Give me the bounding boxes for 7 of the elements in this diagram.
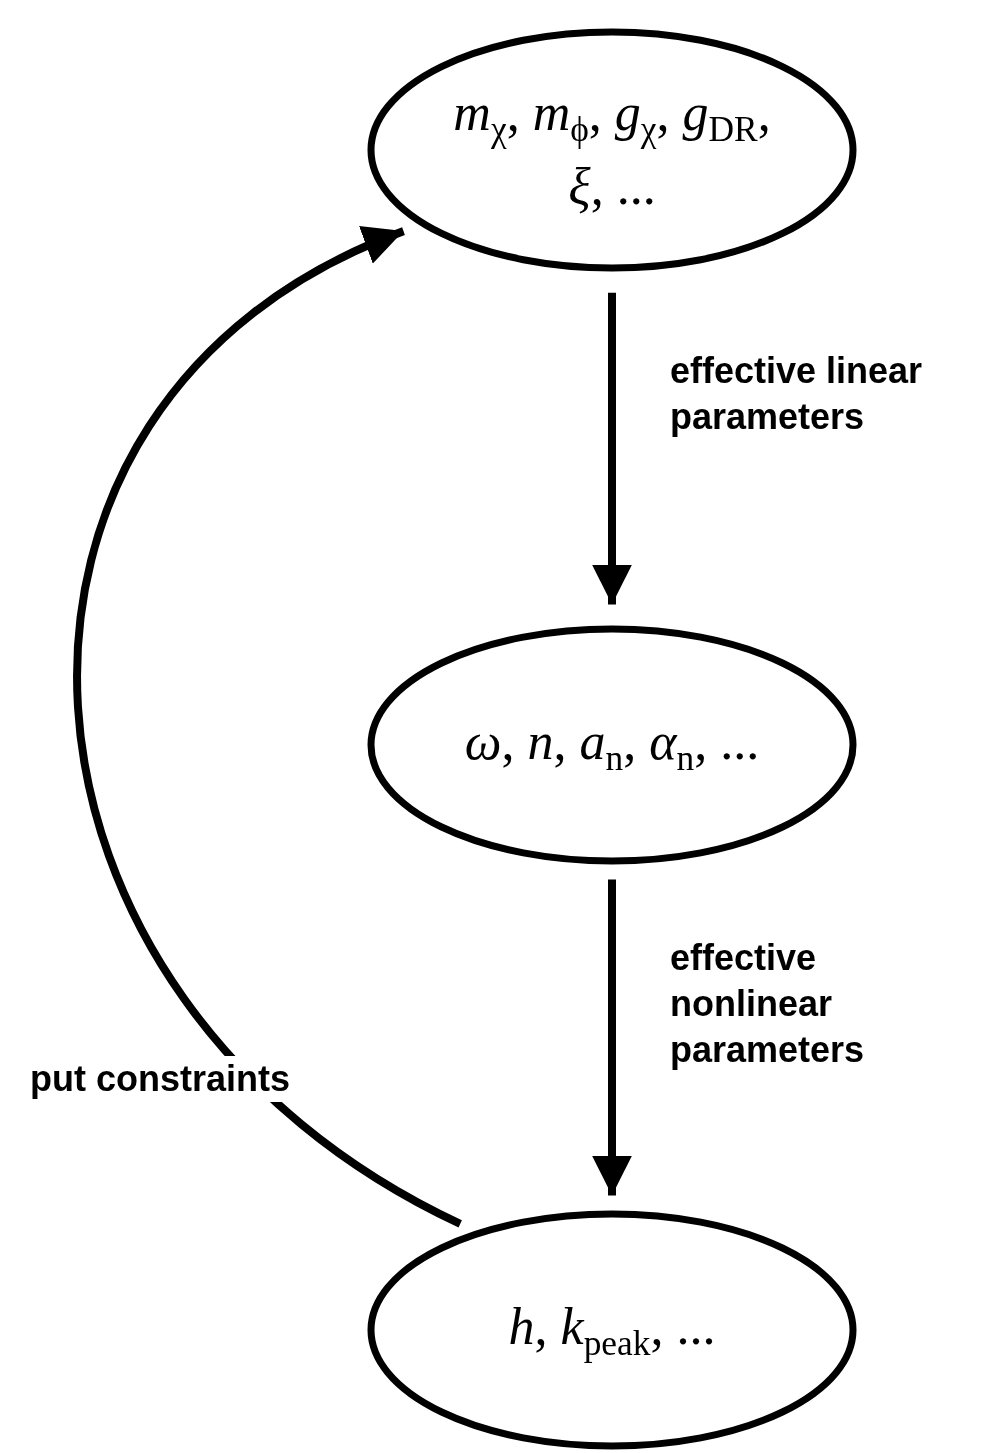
ellipse-node — [367, 28, 857, 272]
ellipse-node — [367, 625, 857, 865]
math-label: ω, n, a$_{n}$, α$_{n}$, ... — [463, 711, 761, 781]
math-label: m$_{χ}$, m$_{ϕ}$, g$_{χ}$, g$_{DR}$, ξ, ... — [452, 83, 772, 218]
ellipse-node — [367, 1210, 857, 1450]
arrow — [74, 227, 463, 1228]
math-label: h, k$_{peak}$, ... — [507, 1296, 717, 1366]
